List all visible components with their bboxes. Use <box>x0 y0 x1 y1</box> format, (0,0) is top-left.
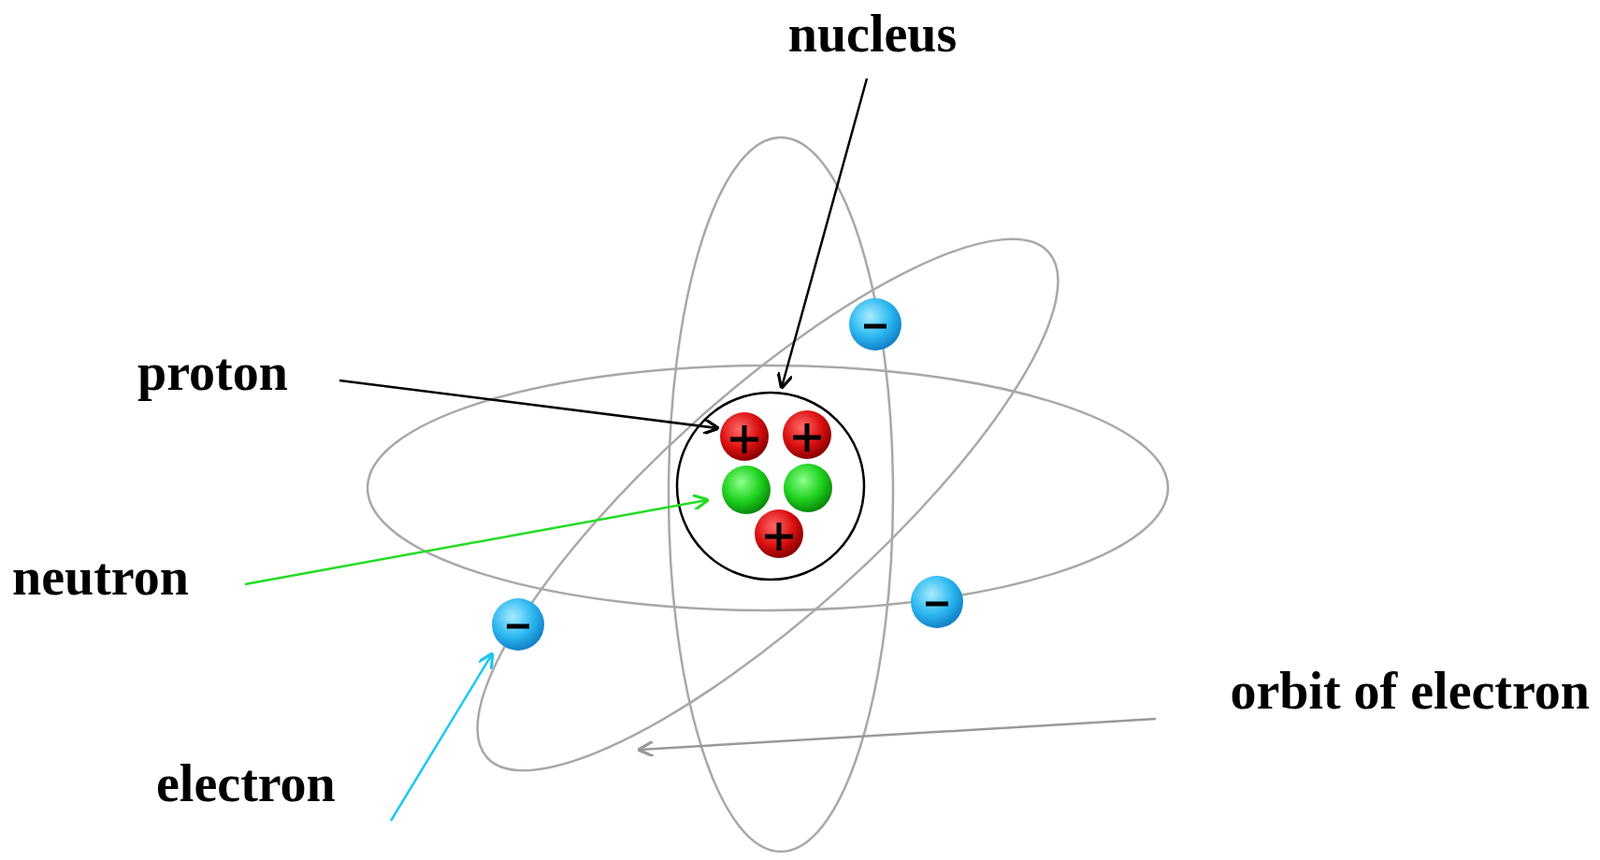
minus-symbol <box>864 324 887 330</box>
electron-ball <box>491 598 545 651</box>
electron-ball <box>849 298 902 351</box>
part-label: neutron <box>12 550 189 604</box>
proton-ball <box>754 509 804 559</box>
proton-ball <box>720 412 769 462</box>
leader-arrow <box>639 719 1156 750</box>
leader-arrow <box>339 380 718 429</box>
leader-arrow <box>245 500 707 585</box>
neutron-ball <box>721 465 771 515</box>
part-label: proton <box>137 345 289 399</box>
electron-ball <box>910 576 964 629</box>
electrons <box>491 298 964 651</box>
part-label: electron <box>156 757 336 810</box>
part-label: nucleus <box>788 7 958 60</box>
orbit-ellipse <box>367 365 1168 611</box>
protons <box>720 410 832 559</box>
leader-arrow <box>781 78 867 388</box>
orbits <box>367 137 1168 852</box>
neutron-ball <box>783 463 833 513</box>
plus-symbol <box>764 522 793 551</box>
plus-symbol <box>730 425 759 454</box>
leader-arrow <box>390 654 492 822</box>
orbit-ellipse <box>413 170 1123 840</box>
neutrons <box>721 463 833 515</box>
proton-ball <box>782 410 832 460</box>
minus-symbol <box>925 602 949 607</box>
minus-symbols <box>506 326 949 627</box>
plus-symbol <box>792 423 822 452</box>
orbit-ellipse <box>668 137 894 852</box>
minus-symbol <box>506 624 530 630</box>
nucleus-circle <box>677 392 865 580</box>
leader-lines <box>245 78 1156 822</box>
part-label: orbit of electron <box>1229 664 1590 718</box>
